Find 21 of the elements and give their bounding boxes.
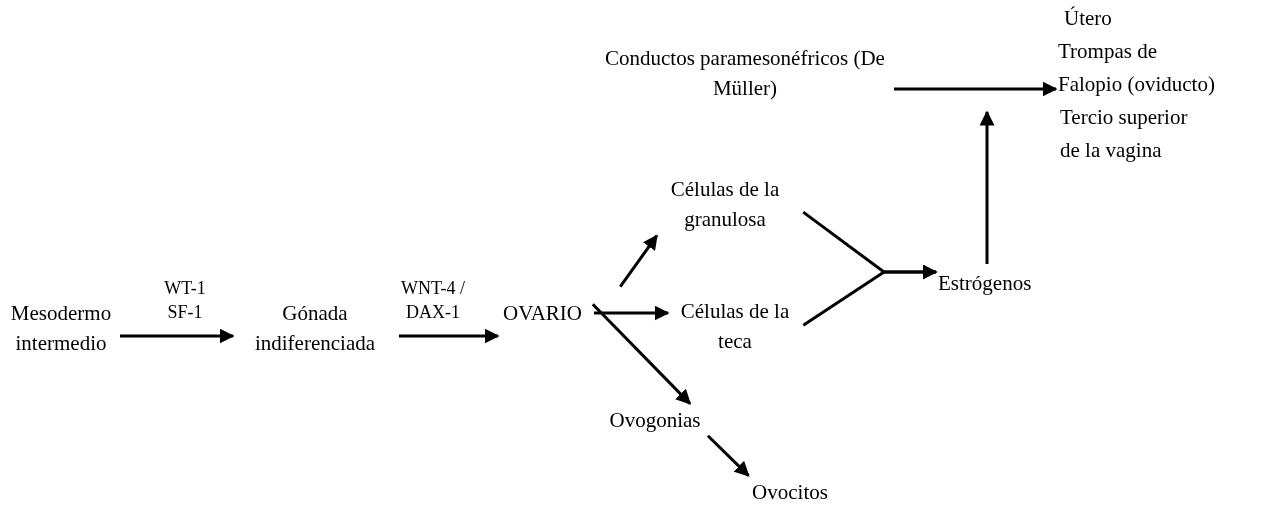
node-label: Gónada indiferenciada	[235, 298, 395, 358]
node-text: Trompas de Falopio (oviducto)	[1058, 38, 1216, 98]
arrow	[591, 303, 692, 405]
node-label: Conductos paramesonéfricos (De Müller)	[600, 43, 890, 103]
arrow	[706, 434, 750, 477]
arrow	[894, 81, 1058, 97]
node-text: Útero	[1063, 5, 1113, 32]
node-label: Ovocitos	[745, 477, 835, 507]
node-label: OVARIO	[495, 298, 590, 328]
arrow	[619, 234, 658, 288]
node-label: Células de la teca	[670, 296, 800, 356]
node-label: Estrógenos	[938, 268, 1043, 298]
arrow	[594, 305, 670, 321]
arrow	[120, 328, 235, 344]
node-text: Tercio superior de la vagina	[1059, 104, 1189, 164]
node-label: Ovogonias	[605, 405, 705, 435]
node-label: Células de la granulosa	[650, 174, 800, 234]
node-label: Mesodermo intermedio	[6, 298, 116, 358]
arrow	[399, 328, 500, 344]
arrow	[802, 264, 938, 327]
arrow	[979, 110, 995, 264]
